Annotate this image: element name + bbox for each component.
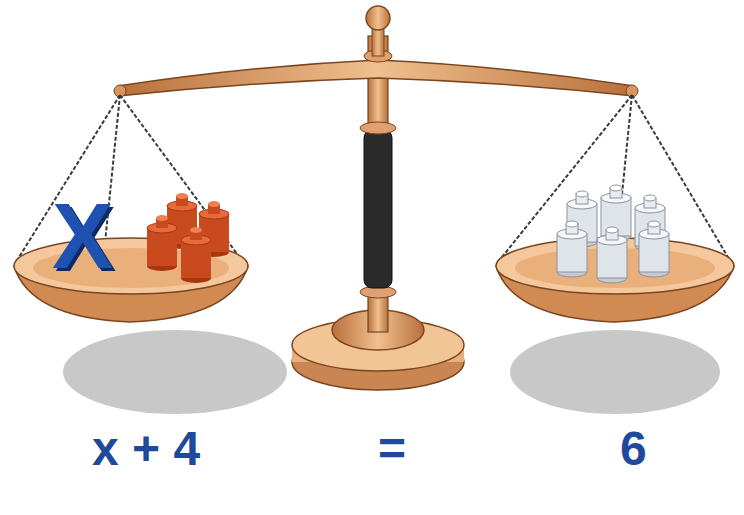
scale-collar: [360, 122, 396, 134]
chains: [16, 95, 732, 294]
shadow: [63, 330, 287, 414]
orange-weights: [147, 193, 229, 283]
equation-term: x + 4: [92, 425, 200, 473]
white-weights: [557, 185, 669, 283]
equals-sign: =: [378, 425, 406, 473]
scale-finial: [366, 6, 390, 30]
variable-letter: X: [52, 190, 113, 282]
shadow: [510, 330, 720, 414]
scale-grip: [364, 130, 392, 288]
scale-beam: [118, 60, 634, 96]
equation-term: 6: [620, 425, 647, 473]
